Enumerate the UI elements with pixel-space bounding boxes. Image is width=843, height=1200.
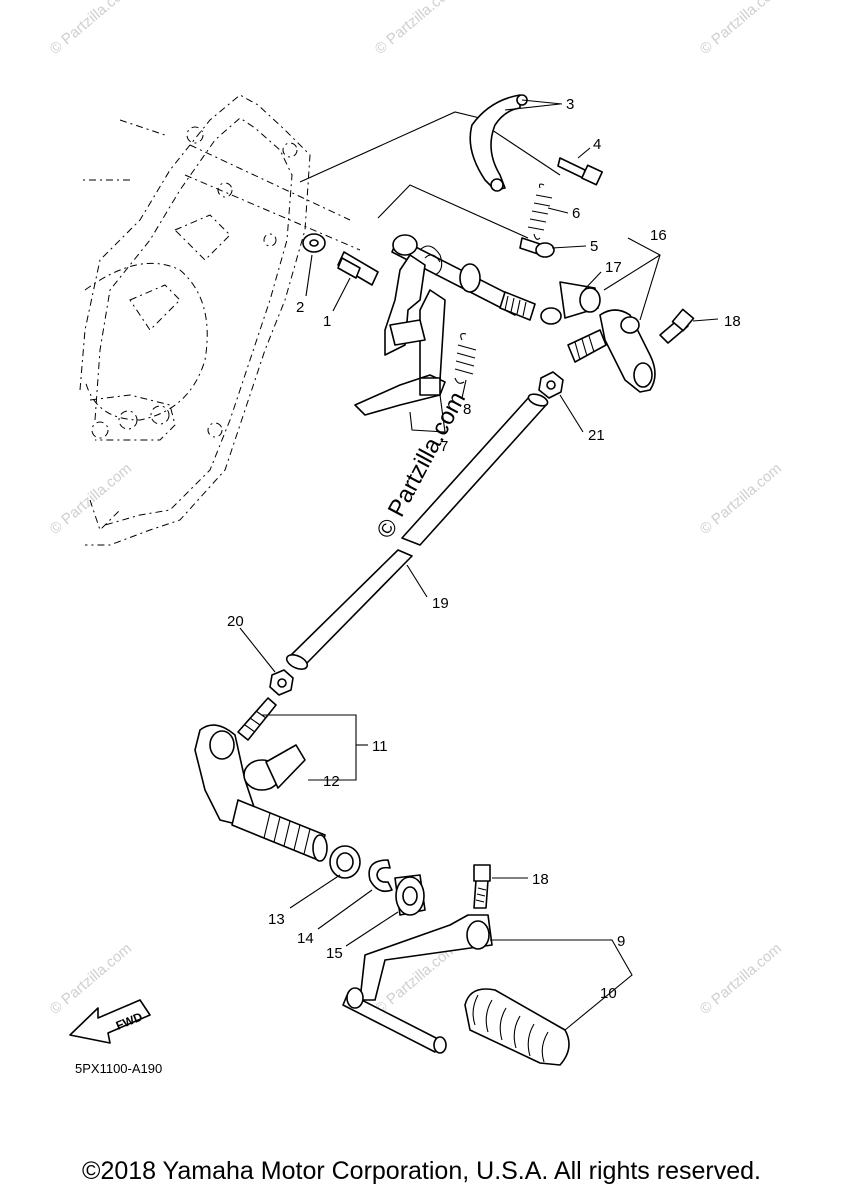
callout-2: 2 (296, 299, 304, 316)
callout-14: 14 (297, 930, 314, 947)
callout-6: 6 (572, 205, 580, 222)
part-washer-13 (329, 845, 361, 879)
part-shift-rod-19 (285, 393, 549, 670)
watermark-2: © Partzilla.com (372, 0, 460, 58)
callout-8: 8 (463, 401, 471, 418)
part-bolt-4 (557, 157, 604, 186)
part-shift-pedal-9 (342, 914, 493, 1054)
part-nut-21 (538, 371, 564, 399)
crankcase-outline (79, 94, 361, 546)
watermarks: © Partzilla.com © Partzilla.com © Partzi… (47, 0, 785, 1018)
part-shift-shaft-assembly (354, 234, 536, 416)
part-stud-1 (337, 251, 379, 286)
part-bushing-15 (394, 874, 426, 916)
callout-10: 10 (600, 985, 617, 1002)
callout-13: 13 (268, 911, 285, 928)
part-nut-20 (269, 669, 294, 696)
callout-3: 3 (566, 96, 574, 113)
callout-11: 11 (372, 738, 388, 755)
watermark-6: © Partzilla.com (47, 940, 135, 1018)
part-pedal-rubber-10 (464, 988, 570, 1066)
watermark-1: © Partzilla.com (47, 0, 135, 58)
callout-12: 12 (323, 773, 340, 790)
callout-15: 15 (326, 945, 343, 962)
callout-18-top: 18 (724, 313, 741, 330)
callout-20: 20 (227, 613, 244, 630)
callout-leaders (239, 99, 719, 1031)
callout-19: 19 (432, 595, 449, 612)
callout-4: 4 (593, 136, 601, 153)
part-spring-6 (527, 183, 553, 240)
callout-21: 21 (588, 427, 605, 444)
part-shift-arm-11 (194, 697, 328, 862)
fwd-arrow-icon: FWD (69, 999, 151, 1044)
part-washer-2 (302, 233, 326, 253)
part-pin-5 (519, 237, 555, 258)
watermark-3: © Partzilla.com (697, 0, 785, 58)
callout-16: 16 (650, 227, 667, 244)
part-rubber-12 (243, 744, 306, 791)
callout-5: 5 (590, 238, 598, 255)
callout-18-bottom: 18 (532, 871, 549, 888)
copyright-notice: ©2018 Yamaha Motor Corporation, U.S.A. A… (82, 1157, 761, 1185)
callout-17: 17 (605, 259, 622, 276)
part-clip-14 (368, 859, 393, 893)
watermark-4: © Partzilla.com (47, 460, 135, 538)
watermark-8: © Partzilla.com (697, 940, 785, 1018)
assembly-leader-lines (299, 111, 561, 239)
watermark-5: © Partzilla.com (697, 460, 785, 538)
callout-numbers: 1 2 3 4 5 6 7 8 9 10 11 12 13 14 15 16 1… (227, 96, 741, 1002)
part-bushing-17 (540, 281, 601, 325)
part-bolt-18-top (659, 308, 695, 344)
callout-1: 1 (323, 313, 331, 330)
callout-9: 9 (617, 933, 625, 950)
callout-7: 7 (440, 438, 448, 455)
part-shift-arm-16 (567, 309, 656, 393)
part-bolt-18-bottom (473, 864, 491, 909)
part-stopper-lever (469, 94, 528, 192)
diagram-code: 5PX1100-A190 (75, 1061, 162, 1076)
